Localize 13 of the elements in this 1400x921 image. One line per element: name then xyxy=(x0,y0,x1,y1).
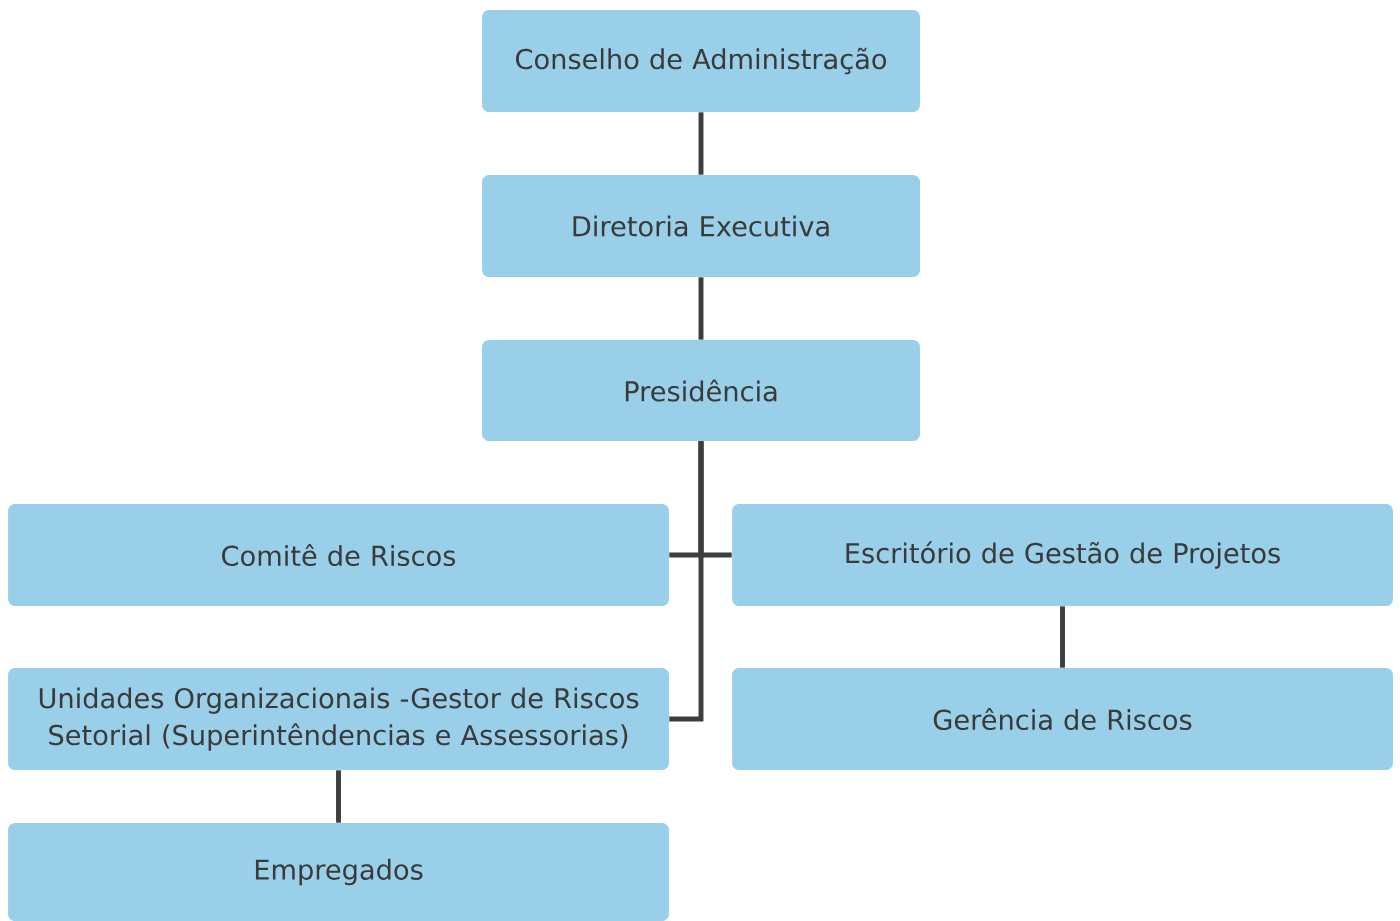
connector-line xyxy=(336,770,341,823)
org-box: Presidência xyxy=(482,340,920,441)
connector-line xyxy=(669,441,704,722)
org-box: Unidades Organizacionais -Gestor de Riscos Setorial (Superintêndencias e Assessorias) xyxy=(8,668,669,770)
org-box: Escritório de Gestão de Projetos xyxy=(732,504,1393,606)
org-box: Empregados xyxy=(8,823,669,921)
org-box: Conselho de Administração xyxy=(482,10,920,112)
org-box: Gerência de Riscos xyxy=(732,668,1393,770)
connector-line xyxy=(698,277,704,340)
connector-line xyxy=(1060,606,1065,668)
org-box: Diretoria Executiva xyxy=(482,175,920,277)
connector-line xyxy=(698,112,704,175)
org-box: Comitê de Riscos xyxy=(8,504,669,606)
